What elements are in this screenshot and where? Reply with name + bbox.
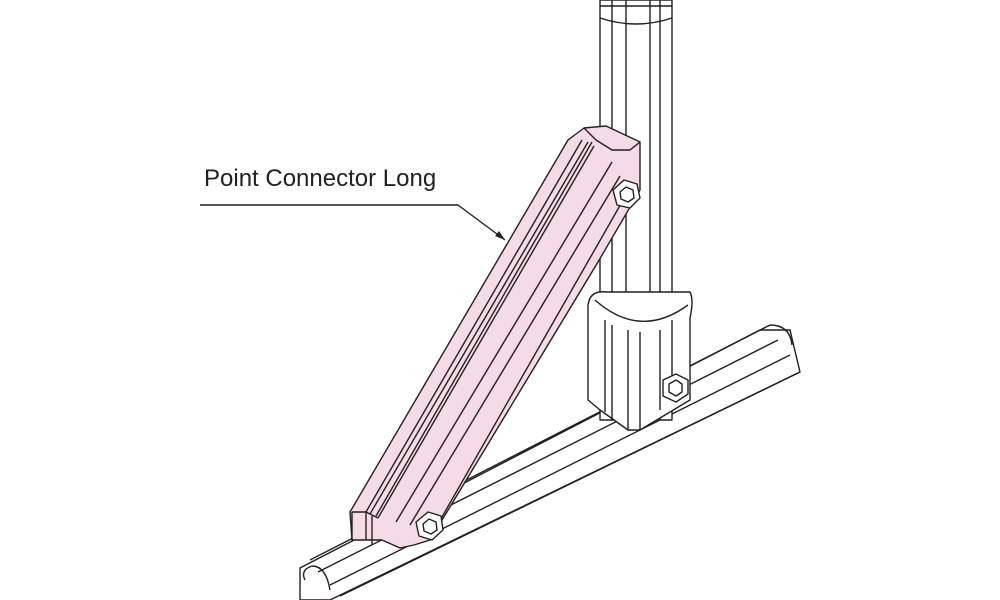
- hex-nut-sleeve: [662, 373, 689, 403]
- callout-label: Point Connector Long: [204, 165, 437, 192]
- hex-nut-bottom: [415, 511, 444, 541]
- point-connector-long: [349, 125, 641, 549]
- callout-leader-line: [200, 204, 506, 241]
- hex-nut-top: [612, 179, 641, 209]
- horizontal-pipe: [299, 324, 801, 600]
